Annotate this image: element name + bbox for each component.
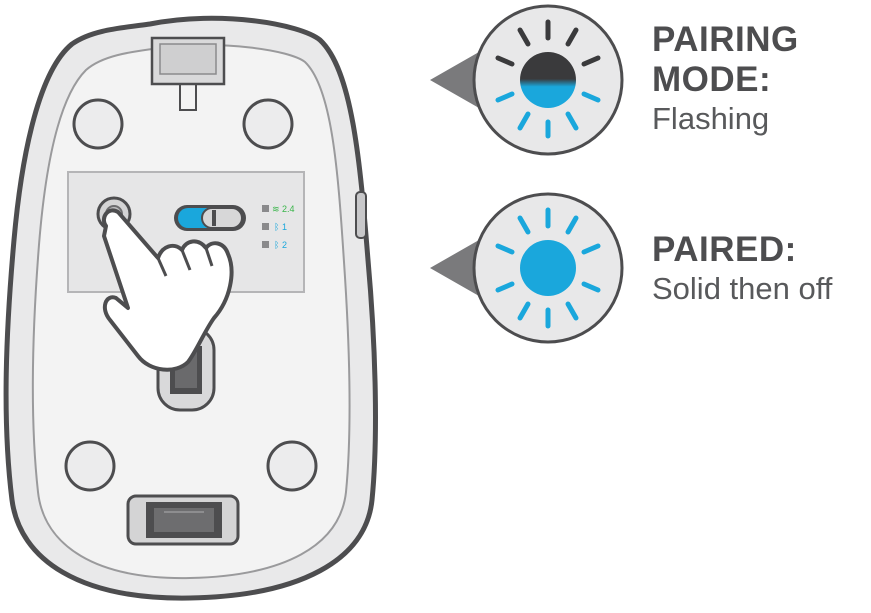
mouse-side-button (355, 191, 367, 239)
battery-latch (150, 36, 226, 111)
wireless-icon: ≋ (272, 204, 280, 214)
paired-title: PAIRED: (652, 230, 797, 269)
mouse-foot-top-left (72, 98, 124, 150)
pairing-state: Flashing (652, 101, 770, 136)
pairing-title-line2: MODE: (652, 60, 772, 99)
mouse-bottom-view: ≋ 2.4 ᛒ 1 ᛒ 2 (3, 15, 378, 601)
led-flashing (520, 52, 576, 108)
channel-indicators: ≋ 2.4 ᛒ 1 ᛒ 2 (262, 204, 295, 250)
led-rays-flashing (495, 19, 601, 139)
mouse-foot-bottom-right (266, 440, 318, 492)
pointing-hand-icon (101, 208, 234, 372)
channel-label-2: 2 (282, 240, 287, 250)
channel-led-1 (262, 223, 269, 230)
paired-state: Solid then off (652, 271, 833, 306)
channel-label-0: 2.4 (282, 204, 295, 214)
pairing-title-line1: PAIRING (652, 20, 799, 59)
mouse-foot-bottom-left (64, 440, 116, 492)
mouse-foot-top-right (242, 98, 294, 150)
bluetooth-icon: ᛒ (274, 240, 279, 250)
led-rays-solid (495, 207, 601, 329)
callout-pointer (430, 236, 486, 300)
pairing-mode-label: PAIRING MODE: Flashing (652, 20, 799, 138)
paired-label: PAIRED: Solid then off (652, 230, 832, 308)
channel-label-1: 1 (282, 222, 287, 232)
channel-switch[interactable] (174, 205, 246, 231)
battery-compartment (126, 494, 240, 546)
channel-led-0 (262, 205, 269, 212)
led-solid (520, 240, 576, 296)
channel-led-2 (262, 241, 269, 248)
pairing-mode-callout (430, 4, 624, 156)
paired-callout (430, 192, 624, 344)
callout-pointer (430, 48, 486, 112)
bluetooth-icon: ᛒ (274, 222, 279, 232)
